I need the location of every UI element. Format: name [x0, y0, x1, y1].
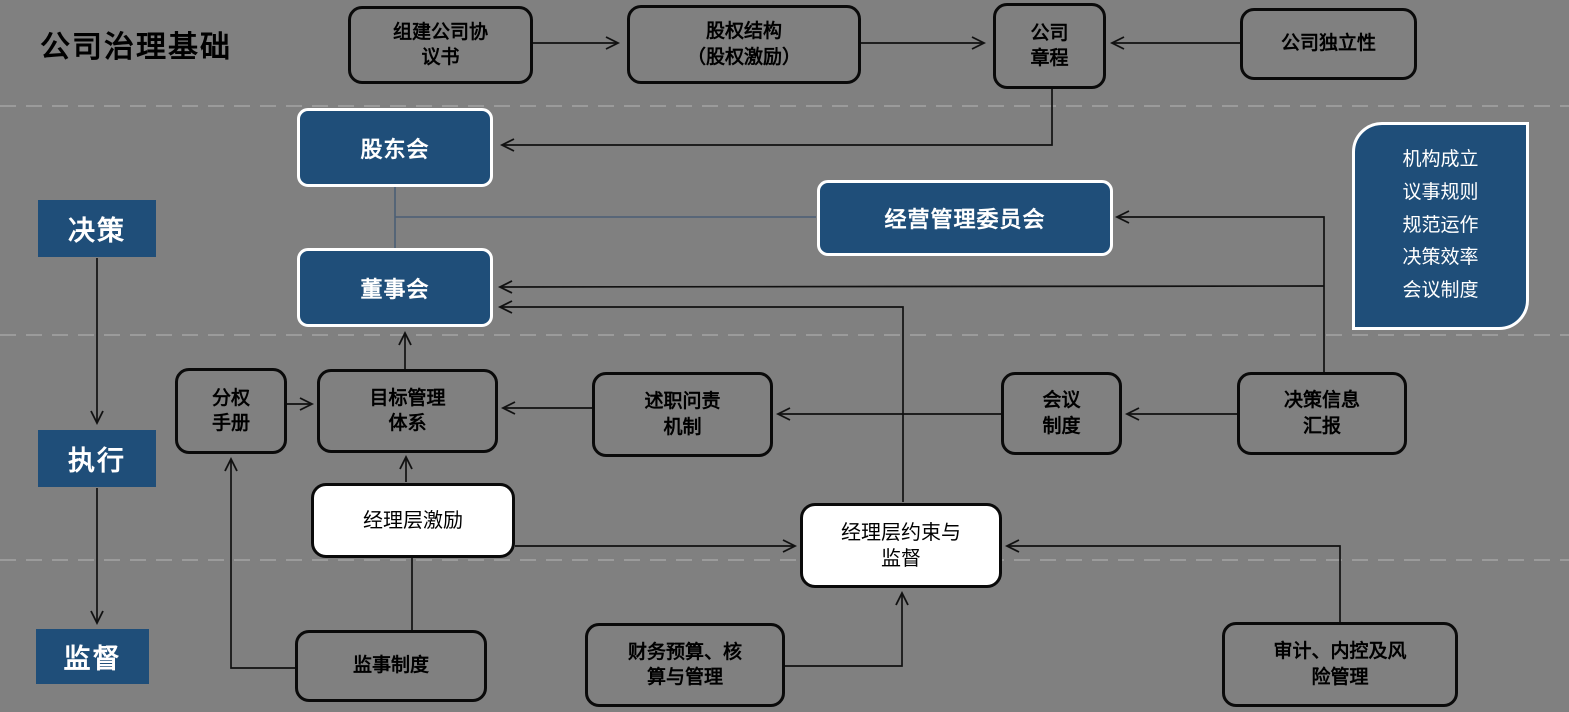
node-audit-risk: 审计、内控及风 险管理	[1222, 622, 1458, 707]
edge-restraint-board	[497, 300, 904, 502]
node-board-of-directors: 董事会	[297, 248, 493, 327]
edge-audit-restraint	[1004, 539, 1341, 622]
zone-separators	[0, 105, 1569, 561]
node-company-agreement: 组建公司协 议书	[348, 6, 533, 84]
lane-supervision: 监督	[36, 629, 149, 684]
node-shareholders-meeting: 股东会	[297, 108, 493, 187]
node-management-committee: 经营管理委员会	[817, 180, 1113, 256]
blue-connectors	[394, 187, 816, 249]
edge-finance-restraint	[785, 590, 909, 667]
page-title: 公司治理基础	[40, 31, 232, 64]
lane-execution: 执行	[38, 430, 156, 487]
black-connectors	[90, 36, 1341, 669]
node-accountability-mechanism: 述职问责 机制	[592, 372, 773, 457]
edge-supervisorsys-delegation	[224, 456, 295, 669]
node-meeting-system: 会议 制度	[1001, 372, 1122, 455]
node-supervisor-system: 监事制度	[295, 630, 487, 702]
node-decision-info-report: 决策信息 汇报	[1237, 372, 1407, 455]
lane-decision: 决策	[38, 200, 156, 257]
edge-charter-shareholders	[499, 88, 1053, 152]
node-company-charter: 公司 章程	[993, 3, 1106, 89]
edge-decisioninfo-committee	[1114, 210, 1325, 372]
node-manager-restraint: 经理层约束与 监督	[800, 503, 1002, 588]
node-target-management: 目标管理 体系	[317, 369, 498, 453]
edge-decisioninfo-board	[497, 280, 1325, 294]
node-manager-incentive: 经理层激励	[311, 483, 515, 558]
node-delegation-manual: 分权 手册	[175, 368, 287, 454]
node-company-independence: 公司独立性	[1240, 8, 1417, 80]
note-governance-rules: 机构成立 议事规则 规范运作 决策效率 会议制度	[1352, 122, 1529, 330]
node-equity-structure: 股权结构 （股权激励）	[627, 5, 861, 84]
node-finance-budget: 财务预算、核 算与管理	[585, 623, 785, 707]
